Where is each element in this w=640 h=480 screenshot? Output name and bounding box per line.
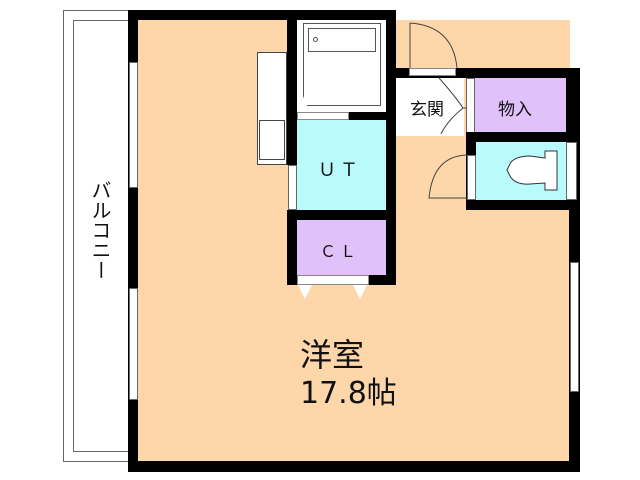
closet [297,220,386,275]
wall-bath-left [287,10,297,165]
balcony-label: バルコニー [88,180,112,280]
wall-left [128,10,138,472]
wall-storage-bottom [466,132,580,142]
bathtub-basin [308,28,376,52]
entrance-door-swing-icon [409,22,458,69]
window-right [570,262,579,392]
wall-closet-bottom [369,275,396,285]
window-left-upper [129,62,138,188]
storage [475,78,566,132]
balcony-inner [73,20,131,452]
main-room-size: 17.8帖 [300,376,397,411]
wall-toilet-bottom [466,200,580,210]
main-room-name: 洋室 [300,336,365,374]
bathtub [303,23,381,106]
wall-bath-mid [349,112,386,120]
toilet-icon [506,150,558,191]
toilet-door [467,155,476,200]
window-left-lower [129,288,138,400]
wall-closet-left [287,210,297,285]
closet-door [297,275,369,285]
toilet-window [566,142,577,200]
storage-label: 物入 [498,100,532,120]
entrance-inner-door-icon [438,77,467,135]
ut-opening [288,165,297,210]
wall-entrance-top [386,68,580,78]
wall-closet-top [287,210,396,220]
closet-label: ＣＬ [320,242,361,261]
kitchen-sink [259,120,285,160]
closet-door-marker-left [298,285,312,299]
wall-bath-right [386,10,396,210]
entrance-door [409,68,456,76]
drain-icon [313,37,318,42]
unit-bath-label: ＵＴ [318,160,362,181]
toilet-door-swing-icon [428,154,468,199]
closet-door-marker-right [353,285,367,299]
bath-door-marker [297,96,309,110]
wall-top [128,10,396,20]
unit-bath [297,120,386,210]
wall-bottom [128,461,580,472]
entrance [396,78,464,136]
entrance-label: 玄関 [410,100,444,120]
bath-door [297,112,349,120]
